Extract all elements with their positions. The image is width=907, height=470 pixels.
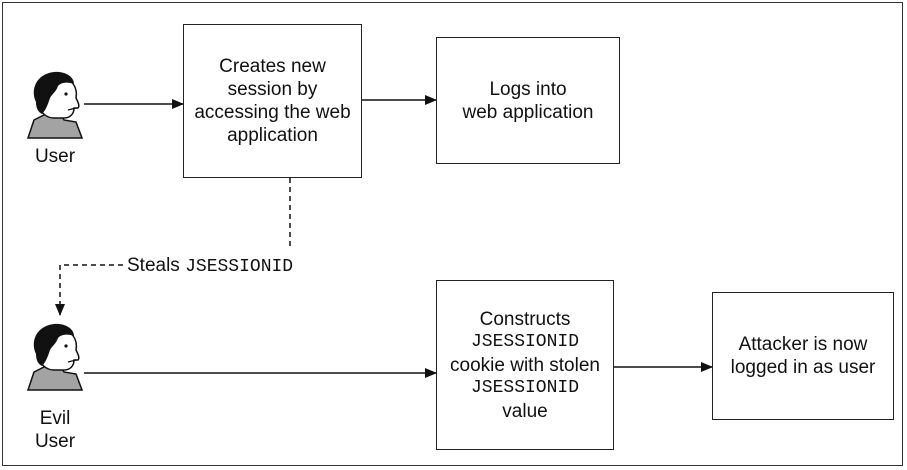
construct-cookie-line4: JSESSIONID	[470, 377, 580, 398]
evil-user-label-line2: User	[34, 431, 76, 452]
evil-user-label: Evil User	[24, 407, 86, 453]
logs-in-box: Logs into web application	[436, 37, 620, 164]
construct-cookie-line5: value	[502, 400, 548, 422]
steal-label-token: JSESSIONID	[185, 257, 294, 277]
attacker-logged-in-line2: logged in as user	[730, 357, 876, 378]
steal-label-prefix: Steals	[127, 255, 180, 276]
construct-cookie-line1: Constructs	[479, 308, 571, 330]
create-session-line3: accessing the web	[194, 102, 351, 123]
create-session-line4: application	[227, 125, 318, 146]
create-session-line1: Creates new	[219, 56, 326, 77]
steal-label: Steals JSESSIONID	[127, 254, 293, 279]
attacker-logged-in-line1: Attacker is now	[738, 334, 868, 355]
attacker-logged-in-box: Attacker is now logged in as user	[712, 292, 894, 420]
user-label: User	[34, 146, 76, 167]
evil-user-avatar-icon	[26, 323, 84, 391]
logs-in-line2: web application	[462, 101, 594, 123]
construct-cookie-line2: JSESSIONID	[470, 331, 580, 352]
create-session-line2: session by	[227, 79, 318, 100]
logs-in-line1: Logs into	[489, 78, 567, 100]
construct-cookie-box: Constructs JSESSIONID cookie with stolen…	[436, 280, 614, 450]
construct-cookie-line3: cookie with stolen	[450, 354, 600, 376]
evil-user-label-line1: Evil	[39, 408, 71, 429]
steal-dashed-path-left	[55, 264, 123, 316]
user-avatar-icon	[26, 71, 84, 139]
create-session-box: Creates new session by accessing the web…	[183, 24, 362, 178]
